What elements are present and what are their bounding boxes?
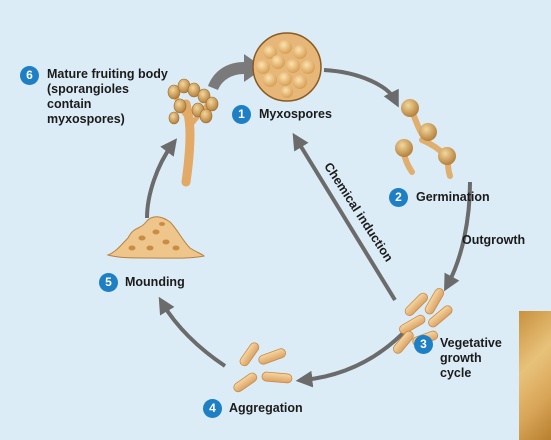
outgrowth-label: Outgrowth — [462, 233, 525, 248]
arrow-spores-to-germination — [324, 70, 395, 100]
stage-2-badge: 2 — [389, 188, 408, 207]
mound — [108, 217, 204, 258]
stage-6-label-line-2: (sporangioles — [47, 82, 129, 97]
stage-3-badge: 3 — [414, 335, 433, 354]
stage-6-label-line-3: contain — [47, 97, 91, 112]
arrow-to-mounding — [163, 304, 225, 366]
arrow-to-aggregation — [304, 328, 408, 380]
stage-6-badge: 6 — [20, 66, 39, 85]
stage-1-badge: 1 — [232, 105, 251, 124]
stage-2-label: Germination — [416, 190, 490, 205]
stage-4-badge: 4 — [203, 399, 222, 418]
stage-1-label: Myxospores — [259, 107, 332, 122]
myxospore-cluster — [253, 33, 321, 101]
stage-6-label-line-4: myxospores) — [47, 112, 125, 127]
stage-4-label: Aggregation — [229, 401, 303, 416]
arrow-to-fruiting-body — [147, 145, 172, 218]
stage-6-label-line-1: Mature fruiting body — [47, 67, 168, 82]
arrow-chemical-induction — [297, 140, 395, 300]
aggregating-cells — [232, 341, 292, 393]
stage-3-label-line-1: Vegetative — [440, 336, 502, 351]
stage-5-badge: 5 — [99, 273, 118, 292]
germinating-spores — [395, 99, 456, 176]
fruiting-body — [168, 79, 218, 182]
stage-3-label-line-2: growth — [440, 351, 482, 366]
stage-3-label-line-3: cycle — [440, 366, 471, 381]
stage-5-label: Mounding — [125, 275, 185, 290]
